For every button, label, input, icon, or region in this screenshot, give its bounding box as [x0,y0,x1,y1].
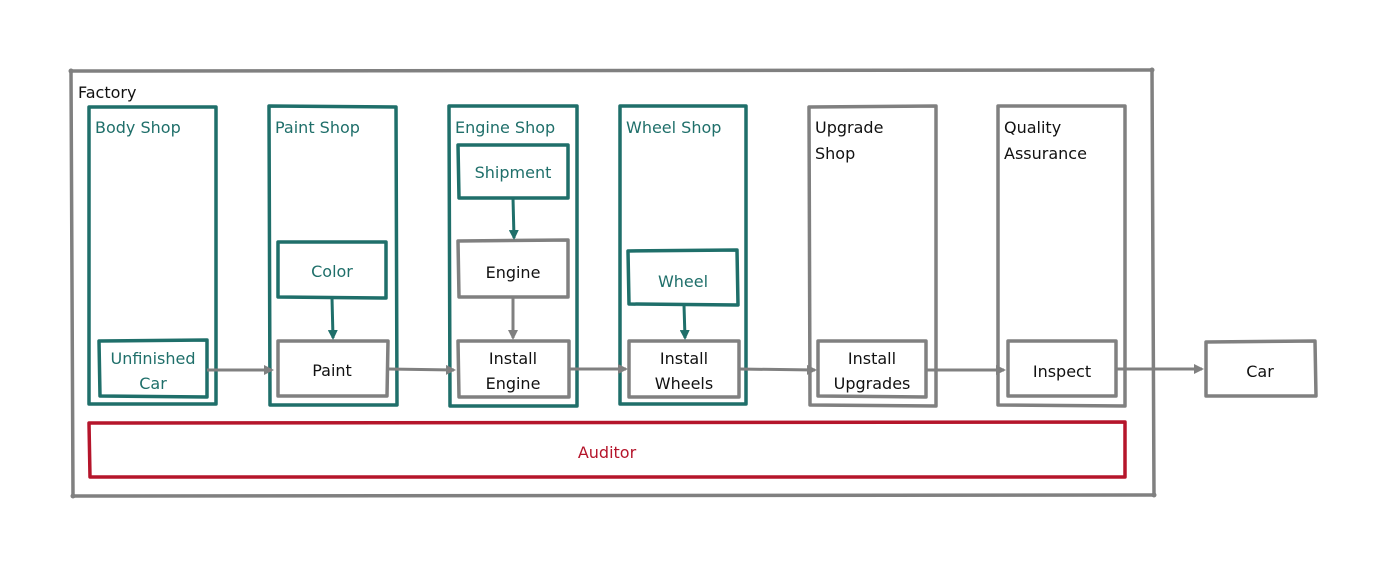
inspect-node: Inspect [1006,339,1118,398]
install-wheels-node: Install Wheels [627,339,741,399]
install-engine-line2: Engine [486,374,541,393]
wheel-node: Wheel [626,248,740,307]
color-label: Color [311,262,353,281]
install-upgrades-line2: Upgrades [834,374,911,393]
paint-node: Paint [276,339,390,398]
install-wheels-line2: Wheels [655,374,713,393]
engine-shop: Engine Shop [447,104,579,408]
arrow-shipment-to-engine [508,197,519,240]
inspect-label: Inspect [1033,362,1091,381]
unfinished-car-line2: Car [139,374,167,393]
flow-arrows [207,197,1204,375]
engine-shop-title: Engine Shop [455,118,555,137]
wheel-label: Wheel [658,272,708,291]
body-shop-title: Body Shop [95,118,181,137]
install-wheels-line1: Install [660,349,708,368]
paint-shop: Paint Shop [267,104,399,407]
auditor-label: Auditor [578,443,637,462]
paint-label: Paint [312,361,352,380]
install-upgrades-line1: Install [848,349,896,368]
wheel-shop-title: Wheel Shop [626,118,721,137]
unfinished-car-line1: Unfinished [111,349,196,368]
body-shop: Body Shop [87,105,218,406]
auditor-box: Auditor [87,420,1127,479]
color-node: Color [276,240,388,300]
arrow-color-to-paint [327,297,338,340]
upgrade-shop-title-line2: Shop [815,144,855,163]
quality-assurance-shop: Quality Assurance [996,104,1127,408]
wheel-shop: Wheel Shop [618,104,748,406]
engine-node: Engine [456,238,570,299]
factory-label: Factory [78,83,136,102]
paint-shop-title: Paint Shop [275,118,360,137]
car-label: Car [1246,362,1274,381]
shipment-node: Shipment [456,143,570,200]
arrow-paint-to-install-engine [387,364,456,375]
install-upgrades-node: Install Upgrades [816,339,928,399]
install-engine-line1: Install [489,349,537,368]
unfinished-car-node: Unfinished Car [97,338,209,399]
shipment-label: Shipment [475,163,552,182]
arrow-wheel-to-install-wheels [679,304,690,340]
factory-container: Factory [68,67,1157,499]
engine-label: Engine [486,263,541,282]
upgrade-shop: Upgrade Shop [807,104,938,408]
qa-shop-title-line2: Assurance [1004,144,1087,163]
install-engine-node: Install Engine [456,339,571,399]
upgrade-shop-title-line1: Upgrade [815,118,883,137]
qa-shop-title-line1: Quality [1004,118,1061,137]
arrow-install-wheels-to-install-upgrades [738,364,817,375]
car-node: Car [1204,339,1318,398]
